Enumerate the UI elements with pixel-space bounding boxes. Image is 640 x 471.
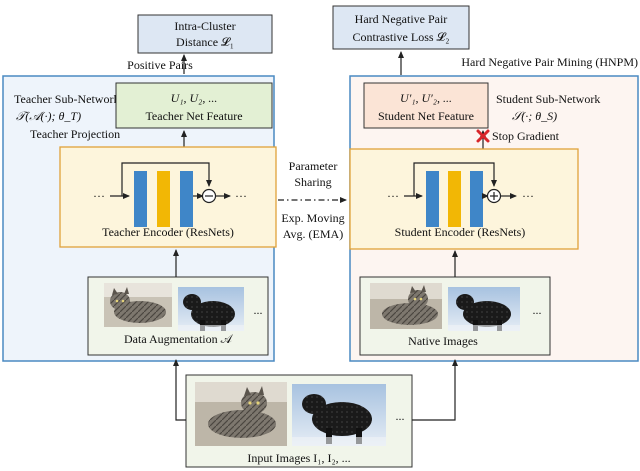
stop-gradient-icon — [476, 129, 490, 143]
arrow-input-to-augmentation — [173, 359, 186, 421]
stop-gradient-label: Stop Gradient — [492, 129, 560, 143]
hard-negative-line1: Hard Negative Pair — [355, 12, 448, 26]
native-ellipsis: ... — [533, 303, 542, 317]
teacher-norm-layer — [157, 171, 170, 227]
student-encoder-label: Student Encoder (ResNets) — [395, 225, 526, 239]
input-dog-image — [292, 384, 386, 446]
student-residual-block: ··· ··· — [387, 162, 534, 227]
student-ellipsis-right: ··· — [522, 189, 534, 203]
positive-pairs-label: Positive Pairs — [127, 58, 193, 72]
native-dog-image — [448, 287, 520, 331]
teacher-skip-connection — [121, 162, 212, 196]
teacher-conv-layer-1 — [134, 171, 147, 227]
teacher-feature-vars: U₁, U₂, ... — [171, 91, 218, 105]
student-norm-layer — [448, 171, 461, 227]
student-feature-vars: U′₁, U′₂, ... — [400, 91, 452, 105]
student-feature-label: Student Net Feature — [378, 109, 474, 123]
intra-cluster-distance-box: Intra-Cluster Distance 𝓛₁ — [137, 14, 273, 54]
native-cat-image — [370, 283, 442, 329]
teacher-title: Teacher Sub-Network — [14, 92, 119, 106]
data-augmentation-label: Data Augmentation 𝒜 — [124, 332, 234, 346]
student-formula: 𝒮(·; θ_S) — [512, 109, 557, 123]
teacher-conv-layer-2 — [180, 171, 193, 227]
hnpm-label: Hard Negative Pair Mining (HNPM) — [461, 55, 638, 69]
student-net-feature-box: U′₁, U′₂, ... Student Net Feature — [363, 82, 489, 129]
augmentation-ellipsis: ... — [254, 303, 263, 317]
native-images-label: Native Images — [408, 334, 478, 348]
ema-line1: Exp. Moving — [281, 211, 344, 225]
augmented-cat-image — [104, 283, 172, 327]
ema-line2: Avg. (EMA) — [283, 227, 343, 241]
student-encoder-box — [349, 148, 579, 250]
teacher-feature-label: Teacher Net Feature — [145, 109, 242, 123]
student-ellipsis-left: ··· — [387, 189, 399, 203]
intra-cluster-line1: Intra-Cluster — [174, 19, 235, 33]
teacher-ellipsis-right: ··· — [235, 189, 247, 203]
parameter-sharing-line1: Parameter — [289, 159, 338, 173]
teacher-ellipsis-left: ··· — [93, 189, 105, 203]
intra-cluster-line2: Distance 𝓛₁ — [176, 35, 234, 49]
arrow-input-to-native — [412, 359, 458, 421]
student-conv-layer-2 — [470, 171, 483, 227]
teacher-residual-block: ··· ··· — [93, 162, 247, 227]
input-cat-image — [195, 382, 287, 446]
input-ellipsis: ... — [396, 409, 405, 423]
hard-negative-loss-box: Hard Negative Pair Contrastive Loss 𝓛₂ — [332, 5, 470, 50]
teacher-formula: 𝒯(𝒜(·); θ_T) — [16, 109, 81, 123]
teacher-projection-label: Teacher Projection — [30, 127, 120, 141]
student-skip-connection — [413, 162, 497, 196]
student-title: Student Sub-Network — [496, 92, 600, 106]
input-images-label: Input Images I₁, I₂, ... — [247, 451, 350, 465]
hard-negative-line2: Contrastive Loss 𝓛₂ — [353, 30, 450, 44]
augmented-dog-image — [178, 287, 244, 331]
parameter-sharing-line2: Sharing — [294, 175, 331, 189]
student-conv-layer-1 — [426, 171, 439, 227]
teacher-net-feature-box: U₁, U₂, ... Teacher Net Feature — [115, 82, 273, 129]
teacher-encoder-label: Teacher Encoder (ResNets) — [102, 225, 234, 239]
